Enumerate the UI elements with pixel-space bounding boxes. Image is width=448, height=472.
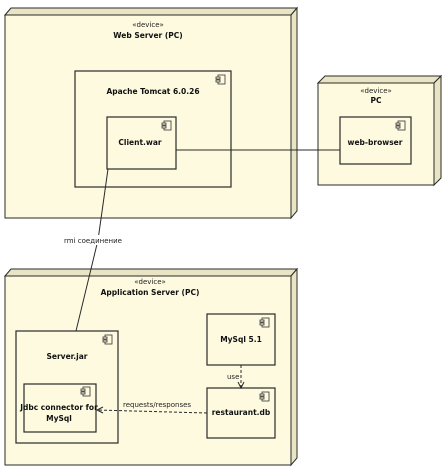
component-icon — [259, 391, 270, 402]
pc-title: PC — [370, 96, 381, 105]
web-server-title: Web Server (PC) — [113, 31, 182, 40]
component-icon — [102, 334, 113, 345]
component-icon — [80, 386, 91, 397]
server-jar-label: Server.jar — [47, 352, 88, 361]
node-pc: «device» PC — [316, 74, 443, 187]
requests-dependency — [95, 406, 208, 414]
tomcat-label: Apache Tomcat 6.0.26 — [106, 87, 199, 96]
component-restaurant-db: restaurant.db — [206, 387, 276, 439]
requests-label: requests/responses — [123, 401, 191, 409]
use-label: use — [227, 373, 239, 381]
rmi-label: rmi соединение — [64, 237, 122, 245]
jdbc-label-line1: Jdbc connector for — [19, 403, 98, 412]
pc-stereotype: «device» — [360, 87, 392, 95]
use-dependency — [237, 365, 245, 390]
web-browser-label: web-browser — [348, 138, 403, 147]
component-icon — [395, 120, 406, 131]
app-server-stereotype: «device» — [134, 278, 166, 286]
rmi-label-bg — [62, 235, 124, 245]
component-client-war: Client.war — [106, 116, 177, 170]
component-mysql: MySql 5.1 — [206, 313, 276, 366]
component-icon — [161, 120, 172, 131]
component-web-browser: web-browser — [339, 116, 412, 165]
app-server-title: Application Server (PC) — [101, 288, 200, 297]
mysql-label: MySql 5.1 — [220, 335, 262, 344]
restaurant-db-label: restaurant.db — [212, 408, 271, 417]
jdbc-label-line2: MySql — [46, 414, 72, 423]
client-war-label: Client.war — [118, 138, 161, 147]
component-jdbc-connector: Jdbc connector for MySql — [19, 383, 98, 433]
component-icon — [259, 317, 270, 328]
component-icon — [215, 74, 226, 85]
web-server-stereotype: «device» — [132, 21, 164, 29]
